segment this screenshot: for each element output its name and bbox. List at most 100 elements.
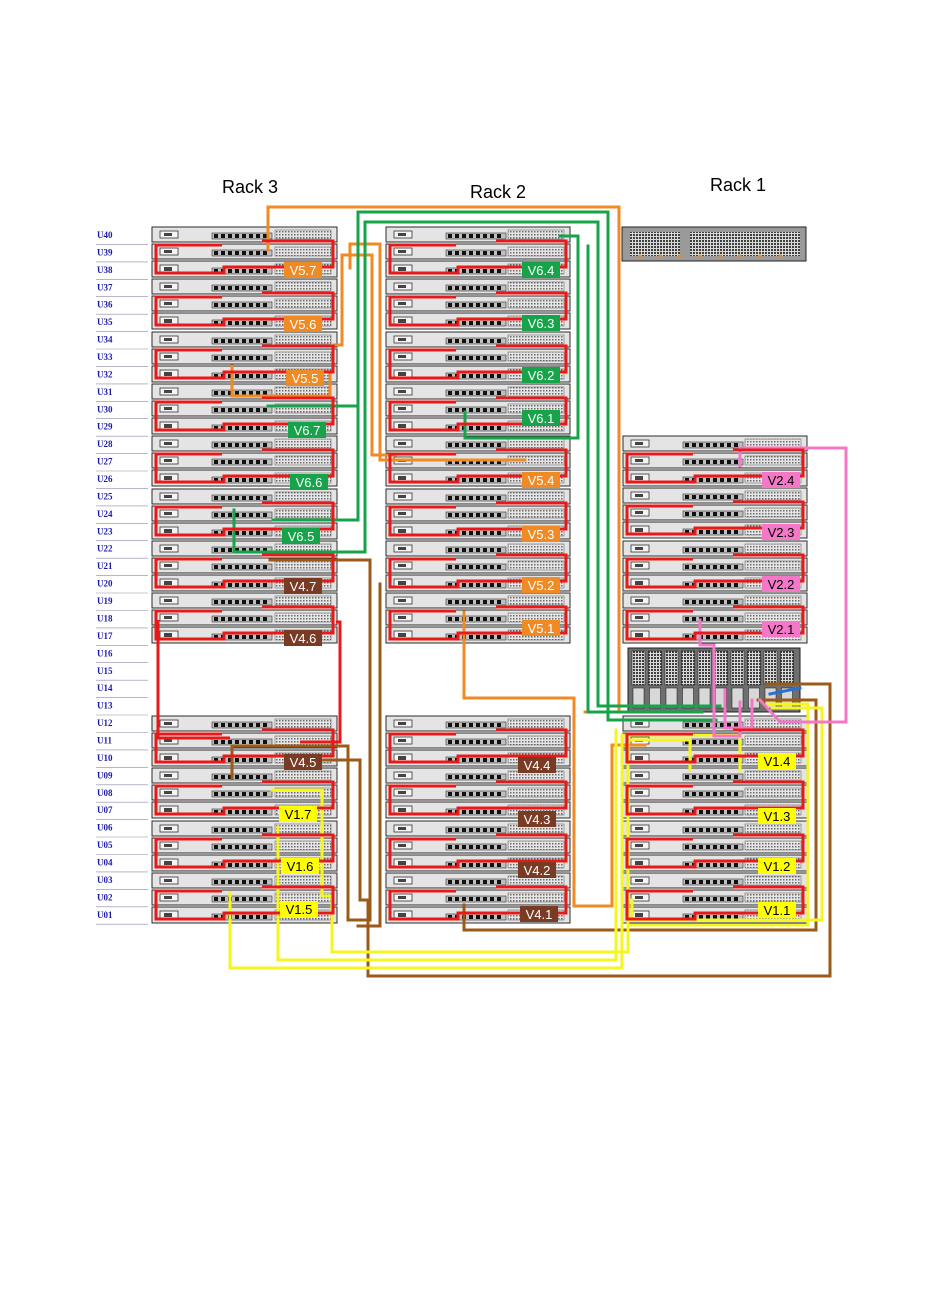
module-v4-7-label: V4.7	[290, 579, 317, 594]
server-chassis	[622, 504, 808, 521]
unit-label: U13	[97, 701, 113, 711]
internal-cable-red	[154, 553, 335, 589]
unit-label: U10	[97, 753, 113, 763]
module-v4-2-label: V4.2	[524, 863, 551, 878]
unit-label: U05	[97, 840, 113, 850]
module-v5-6-label: V5.6	[290, 317, 317, 332]
server-chassis	[385, 557, 571, 574]
module-v2-3: V2.3	[762, 524, 800, 540]
server-chassis	[622, 784, 808, 801]
module-v5-2: V5.2	[522, 577, 560, 593]
internal-cable-red	[388, 344, 568, 380]
unit-label: U26	[97, 474, 113, 484]
server-chassis	[622, 452, 808, 469]
module-v1-1-label: V1.1	[764, 903, 791, 918]
module-v5-3: V5.3	[522, 526, 560, 542]
module-v4-1: V4.1	[520, 906, 558, 922]
internal-cable-red	[388, 396, 568, 432]
internal-cable-red	[625, 728, 805, 764]
internal-cable-red	[388, 885, 568, 921]
server-chassis	[385, 889, 571, 906]
server-chassis	[622, 837, 808, 854]
module-v1-7: V1.7	[279, 806, 317, 822]
server-chassis	[385, 278, 571, 295]
module-v6-3-label: V6.3	[528, 316, 555, 331]
server-chassis	[385, 295, 571, 312]
internal-cable-red	[388, 553, 568, 589]
unit-label: U29	[97, 422, 113, 432]
cable-brown	[462, 698, 818, 932]
module-v1-7-label: V1.7	[285, 807, 312, 822]
rack-2-title: Rack 2	[470, 182, 526, 202]
module-v1-4: V1.4	[758, 753, 796, 769]
unit-label: U28	[97, 439, 113, 449]
server-chassis	[151, 715, 338, 732]
unit-label: U37	[97, 282, 113, 292]
module-v5-6: V5.6	[284, 316, 322, 332]
unit-label: U03	[97, 875, 113, 885]
cable-green	[463, 234, 580, 440]
server-chassis	[151, 872, 338, 889]
internal-cable-red	[388, 448, 568, 484]
cable-green	[271, 210, 718, 722]
unit-label: U17	[97, 631, 113, 641]
module-v6-1: V6.1	[522, 410, 560, 426]
rack-1-title: Rack 1	[710, 175, 766, 195]
internal-cable-red	[154, 448, 335, 484]
unit-label: U20	[97, 579, 113, 589]
module-v5-5-label: V5.5	[292, 371, 319, 386]
server-chassis	[151, 243, 338, 260]
rack-hardware	[151, 226, 808, 924]
module-v1-2: V1.2	[758, 858, 796, 874]
internal-cable-red	[156, 620, 230, 740]
server-chassis	[385, 715, 571, 732]
internal-cable-red	[388, 501, 568, 537]
unit-label: U31	[97, 387, 113, 397]
server-chassis	[385, 383, 571, 400]
module-v4-5: V4.5	[284, 754, 322, 770]
module-v6-7: V6.7	[288, 422, 326, 438]
module-v1-3: V1.3	[758, 808, 796, 824]
unit-label: U06	[97, 823, 113, 833]
server-chassis	[151, 488, 338, 505]
internal-cable-red	[154, 780, 335, 816]
module-v1-6-label: V1.6	[287, 859, 314, 874]
internal-cable-red	[625, 500, 805, 536]
unit-label: U01	[97, 910, 113, 920]
cable-yellow	[228, 733, 742, 970]
internal-cable-red	[154, 728, 335, 764]
internal-cable-red	[154, 291, 335, 327]
internal-cable-red	[625, 553, 805, 589]
server-chassis	[151, 505, 338, 522]
cable-blue	[768, 686, 802, 696]
server-chassis	[385, 784, 571, 801]
unit-label: U27	[97, 457, 113, 467]
module-v5-1-label: V5.1	[528, 621, 555, 636]
unit-label: U09	[97, 770, 113, 780]
internal-cable-red	[625, 448, 805, 484]
module-v5-2-label: V5.2	[528, 578, 555, 593]
module-v5-1: V5.1	[522, 620, 560, 636]
unit-label: U34	[97, 335, 113, 345]
server-chassis	[385, 488, 571, 505]
module-v4-3: V4.3	[518, 811, 556, 827]
cable-orange	[348, 242, 527, 462]
server-chassis	[151, 295, 338, 312]
head-unit	[621, 226, 807, 262]
server-chassis	[151, 557, 338, 574]
server-chassis	[385, 348, 571, 365]
internal-cable-red	[154, 833, 335, 869]
module-v6-6-label: V6.6	[296, 475, 323, 490]
module-v5-4: V5.4	[522, 472, 560, 488]
unit-label: U23	[97, 526, 113, 536]
module-v1-1: V1.1	[758, 902, 796, 918]
server-chassis	[385, 505, 571, 522]
module-v6-7-label: V6.7	[294, 423, 321, 438]
internal-cable-red	[625, 833, 805, 869]
unit-label: U21	[97, 561, 113, 571]
internal-cable-red	[388, 728, 568, 764]
server-chassis	[151, 348, 338, 365]
module-v1-5: V1.5	[280, 901, 318, 917]
unit-label: U04	[97, 858, 113, 868]
module-labels: V5.7 V5.6 V5.5 V6.7 V6.6 V6.5 V4.7 V4.6 …	[279, 262, 800, 922]
